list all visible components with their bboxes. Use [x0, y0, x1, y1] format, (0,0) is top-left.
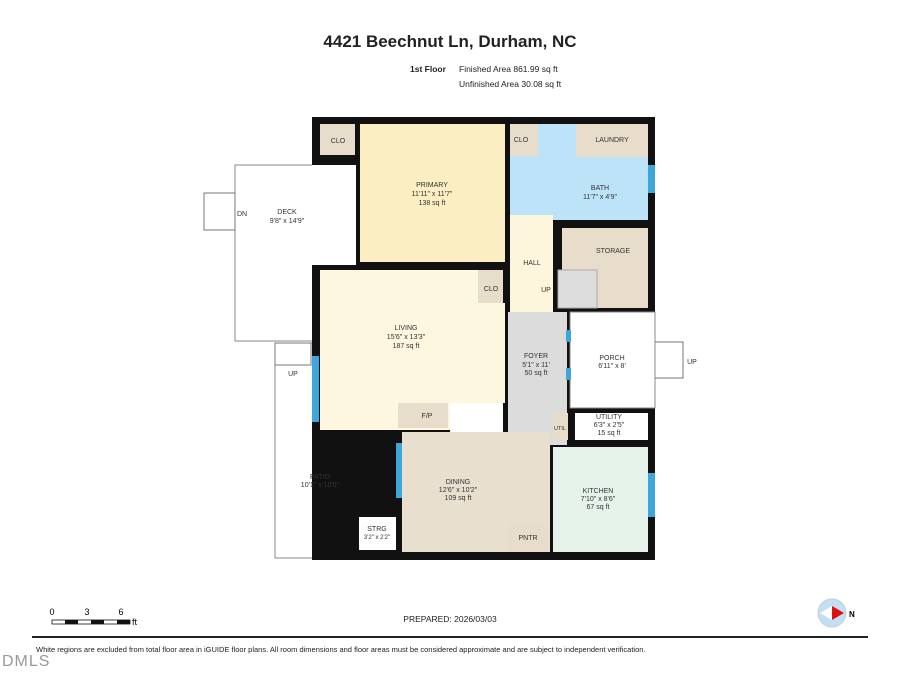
dining-area: 109 sq ft — [445, 495, 472, 502]
label-deck: DECK — [277, 209, 297, 216]
label-patio: PATIO — [310, 474, 331, 481]
kitchen-dims: 7'10" x 8'6" — [581, 496, 616, 503]
label-bath: BATH — [591, 185, 609, 192]
label-hall: HALL — [523, 260, 541, 267]
window — [566, 330, 571, 342]
window — [648, 165, 655, 193]
scale-label: 0 — [49, 607, 54, 617]
porch-stairs — [654, 341, 684, 379]
primary-dims: 11'11" x 11'7" — [412, 191, 453, 198]
label-clo: CLO — [331, 138, 346, 145]
dining-dims: 12'6" x 10'2" — [439, 487, 478, 494]
room-strg — [355, 513, 400, 554]
label-util: UTIL — [554, 426, 566, 432]
patio-stairs-label: UP — [288, 371, 298, 378]
patio-dims: 10'1" x 10'6" — [301, 482, 340, 489]
room-porch — [569, 311, 656, 409]
foyer-area: 50 sq ft — [525, 370, 548, 377]
floor-label: 1st Floor — [410, 64, 446, 74]
unfinished-area: Unfinished Area 30.08 sq ft — [459, 79, 562, 89]
living-dims: 15'6" x 13'3" — [387, 334, 426, 341]
foyer-dims: 5'1" x 11' — [522, 362, 550, 369]
window — [396, 443, 402, 498]
scale-label: 6 — [118, 607, 123, 617]
label-foyer: FOYER — [524, 353, 548, 360]
room-hall — [510, 215, 553, 312]
primary-area: 138 sq ft — [419, 200, 446, 207]
label-porch: PORCH — [599, 355, 624, 362]
label-storage: STORAGE — [596, 248, 630, 255]
window — [566, 368, 571, 380]
label-primary: PRIMARY — [416, 182, 448, 189]
room-util — [553, 413, 568, 440]
scale-label: 3 — [84, 607, 89, 617]
porch-dims: 6'11" x 8' — [598, 363, 626, 370]
label-clo: CLO — [514, 137, 529, 144]
compass-label: N — [849, 610, 855, 619]
logo: DMLS — [2, 653, 51, 670]
room-primary — [360, 124, 505, 262]
living-area: 187 sq ft — [393, 343, 420, 350]
label-dining: DINING — [446, 479, 471, 486]
scale-bar — [51, 619, 131, 625]
scale-unit: ft — [132, 617, 138, 627]
kitchen-area: 67 sq ft — [587, 504, 610, 511]
fireplace — [398, 403, 448, 428]
utility-dims: 6'3" x 2'5" — [594, 422, 625, 429]
closet-1 — [320, 124, 355, 155]
stairs-up — [557, 269, 598, 309]
divider — [32, 636, 868, 638]
deck-stairs — [203, 192, 236, 231]
patio-stairs — [274, 342, 312, 366]
label-strg: STRG — [367, 526, 386, 533]
closet-3 — [478, 270, 503, 303]
deck-dims: 9'8" x 14'9" — [270, 218, 305, 225]
hall-stairs-label: UP — [541, 287, 551, 294]
finished-area: Finished Area 861.99 sq ft — [459, 64, 558, 74]
room-laundry — [576, 124, 648, 157]
room-kitchen — [553, 447, 648, 552]
label-utility: UTILITY — [596, 414, 622, 421]
label-laundry: LAUNDRY — [595, 137, 629, 144]
prepared-date: PREPARED: 2026/03/03 — [403, 614, 497, 624]
utility-area: 15 sq ft — [598, 430, 621, 437]
label-fp: F/P — [422, 413, 433, 420]
disclaimer: White regions are excluded from total fl… — [36, 645, 646, 654]
room-utility — [575, 413, 648, 440]
label-clo: CLO — [484, 286, 499, 293]
label-kitchen: KITCHEN — [583, 488, 614, 495]
porch-stairs-label: UP — [687, 359, 697, 366]
label-pntr: PNTR — [518, 535, 537, 542]
label-living: LIVING — [395, 325, 418, 332]
compass-icon — [817, 598, 847, 628]
window — [312, 356, 319, 422]
bath-dims: 11'7" x 4'9" — [583, 194, 617, 201]
deck-stairs-label: DN — [237, 211, 247, 218]
strg-dims: 3'2" x 2'2" — [364, 535, 390, 541]
page-title: 4421 Beechnut Ln, Durham, NC — [323, 32, 577, 51]
window — [648, 473, 655, 517]
room-pantry — [508, 523, 548, 552]
